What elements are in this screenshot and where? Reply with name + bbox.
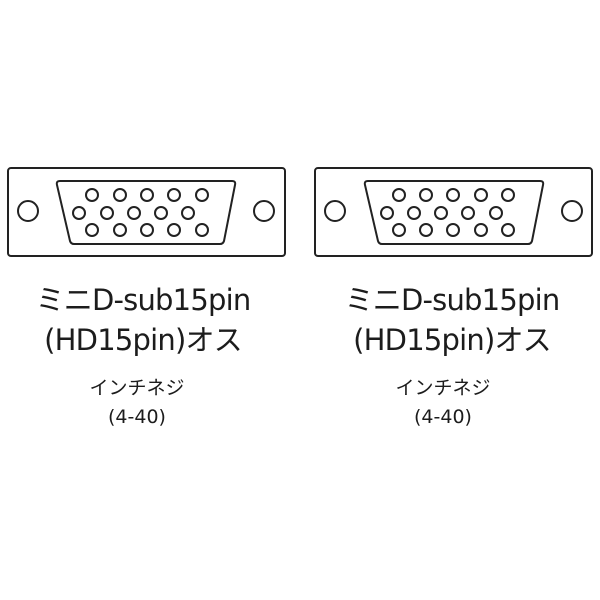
pin-icon [446, 223, 460, 237]
pin-icon [140, 188, 154, 202]
left-connector-screw-type: インチネジ [89, 377, 185, 399]
right-connector-pins [380, 188, 515, 237]
pin-icon [392, 223, 406, 237]
pin-icon [474, 188, 488, 202]
pin-icon [195, 223, 209, 237]
pin-icon [100, 206, 114, 220]
left-connector-screw-spec: (4-40) [108, 406, 166, 428]
pin-icon [113, 188, 127, 202]
pin-icon [167, 188, 181, 202]
pin-icon [127, 206, 141, 220]
pin-icon [434, 206, 448, 220]
pin-icon [85, 188, 99, 202]
left-connector-d-shell [55, 180, 237, 245]
pin-icon [195, 188, 209, 202]
pin-icon [140, 223, 154, 237]
right-connector-mount-hole-right [561, 200, 583, 222]
pin-icon [72, 206, 86, 220]
left-connector-name-line2: (HD15pin)オス [44, 323, 243, 357]
pin-icon [501, 223, 515, 237]
pin-icon [113, 223, 127, 237]
pin-icon [392, 188, 406, 202]
pin-icon [474, 223, 488, 237]
right-connector-name-line1: ミニD-sub15pin [344, 283, 561, 317]
pin-icon [407, 206, 421, 220]
pin-icon [181, 206, 195, 220]
pin-icon [85, 223, 99, 237]
pin-icon [380, 206, 394, 220]
pin-icon [446, 188, 460, 202]
right-connector-d-shell [363, 180, 545, 245]
left-connector-mount-hole-left [17, 200, 39, 222]
pin-icon [461, 206, 475, 220]
pin-icon [419, 188, 433, 202]
pin-icon [419, 223, 433, 237]
right-connector-name-line2: (HD15pin)オス [353, 323, 552, 357]
right-connector-mount-hole-left [324, 200, 346, 222]
pin-icon [154, 206, 168, 220]
pin-icon [489, 206, 503, 220]
right-connector-screw-type: インチネジ [395, 377, 491, 399]
left-connector-mount-hole-right [253, 200, 275, 222]
right-connector [314, 167, 593, 257]
pin-icon [501, 188, 515, 202]
right-connector-shell [314, 167, 593, 257]
left-connector [7, 167, 286, 257]
left-connector-pins [72, 188, 209, 237]
pin-icon [167, 223, 181, 237]
right-connector-screw-spec: (4-40) [414, 406, 472, 428]
left-connector-name-line1: ミニD-sub15pin [35, 283, 252, 317]
left-connector-shell [7, 167, 286, 257]
